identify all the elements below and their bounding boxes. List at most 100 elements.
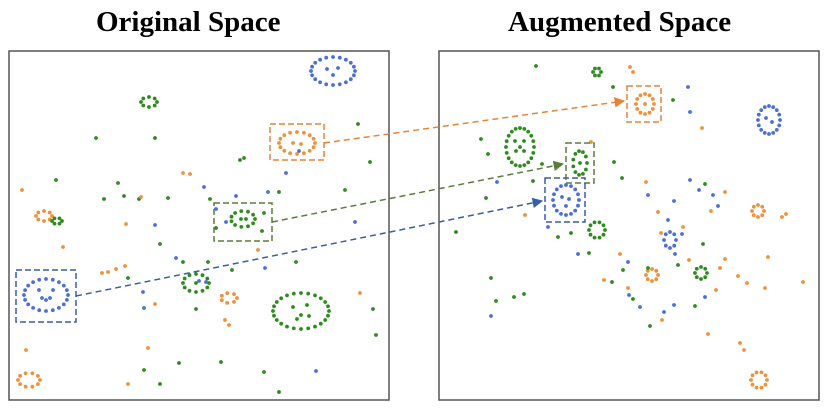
cluster-point	[309, 69, 313, 73]
cluster-point	[23, 371, 28, 376]
cluster-point	[279, 296, 284, 301]
cluster-point	[774, 108, 779, 112]
cluster-point	[569, 184, 573, 189]
cluster-point	[147, 95, 151, 99]
cluster-point	[756, 203, 760, 207]
cluster-point	[751, 204, 756, 209]
scatter-point	[589, 140, 593, 144]
cluster-point	[152, 103, 157, 108]
cluster-point	[182, 285, 187, 290]
cluster-point	[313, 141, 317, 145]
cluster-point	[584, 167, 588, 172]
cluster-point	[509, 129, 514, 134]
cluster-point	[581, 172, 585, 176]
green-cluster-box-augmented	[565, 142, 595, 184]
scatter-point	[723, 257, 727, 261]
cluster-point	[282, 133, 287, 138]
cluster-point	[16, 378, 20, 382]
cluster-point	[601, 232, 606, 237]
cluster-point	[529, 156, 534, 161]
cluster-point	[225, 291, 230, 295]
cluster-point	[200, 273, 205, 278]
cluster-point	[529, 133, 534, 138]
cluster-point	[552, 192, 556, 197]
scatter-point	[627, 293, 631, 297]
cluster-point	[518, 164, 522, 168]
cluster-point	[295, 317, 299, 321]
cluster-point	[554, 208, 559, 213]
scatter-point	[714, 288, 718, 292]
cluster-point	[751, 213, 756, 218]
cluster-point	[564, 213, 568, 217]
cluster-point	[324, 55, 329, 60]
scatter-point	[489, 276, 493, 280]
scatter-point	[146, 346, 150, 350]
scatter-point	[223, 318, 227, 322]
scatter-point	[356, 122, 360, 126]
scatter-point	[204, 280, 208, 284]
cluster-point	[756, 123, 761, 128]
scatter-point	[686, 85, 690, 89]
scatter-point	[126, 382, 130, 386]
cluster-point	[774, 127, 779, 132]
scatter-point	[522, 292, 526, 296]
scatter-point	[158, 382, 162, 386]
cluster-point	[291, 305, 295, 309]
scatter-point	[676, 263, 680, 267]
cluster-point	[331, 73, 335, 77]
scatter-point	[784, 212, 788, 216]
cluster-point	[30, 384, 35, 389]
scatter-point	[801, 280, 805, 284]
cluster-point	[593, 66, 597, 71]
cluster-point	[225, 301, 230, 305]
cluster-point	[571, 164, 576, 169]
cluster-point	[205, 285, 210, 290]
scatter-point	[523, 213, 527, 217]
scatter-point	[716, 204, 720, 208]
scatter-point	[139, 195, 143, 199]
original-space-title: Original Space	[96, 6, 281, 38]
cluster-point	[31, 280, 35, 284]
cluster-point	[778, 118, 782, 122]
cluster-point	[311, 145, 316, 150]
cluster-point	[650, 107, 655, 111]
cluster-point	[30, 371, 35, 376]
scatter-point	[122, 194, 126, 198]
cluster-point	[47, 210, 52, 215]
cluster-point	[749, 378, 753, 382]
cluster-point	[344, 57, 348, 62]
cluster-point	[576, 203, 580, 208]
scatter-point	[569, 231, 573, 235]
cluster-point	[36, 374, 40, 378]
cluster-point	[767, 104, 771, 108]
cluster-point	[271, 309, 275, 313]
cluster-point	[272, 304, 276, 309]
cluster-point	[251, 221, 256, 226]
cluster-point	[635, 107, 640, 111]
cluster-point	[65, 288, 69, 292]
scatter-points	[16, 55, 805, 394]
scatter-point	[540, 162, 544, 166]
scatter-point	[626, 286, 630, 290]
scatter-point	[202, 185, 206, 189]
cluster-point	[239, 217, 243, 221]
cluster-point	[504, 151, 509, 155]
scatter-point	[660, 318, 664, 322]
scatter-point	[454, 230, 458, 234]
cluster-point	[513, 126, 518, 131]
cluster-point	[694, 266, 699, 271]
cluster-point	[750, 373, 755, 378]
cluster-point	[65, 298, 69, 302]
cluster-point	[327, 309, 331, 313]
scatter-point	[687, 258, 691, 262]
scatter-point	[662, 310, 666, 314]
cluster-point	[57, 221, 62, 226]
cluster-point	[318, 296, 323, 301]
cluster-point	[194, 272, 198, 276]
scatter-point	[214, 207, 218, 211]
cluster-point	[277, 141, 281, 145]
cluster-point	[285, 293, 289, 298]
original-space-panel	[8, 50, 390, 401]
scatter-point	[123, 264, 127, 268]
cluster-point	[762, 209, 766, 213]
